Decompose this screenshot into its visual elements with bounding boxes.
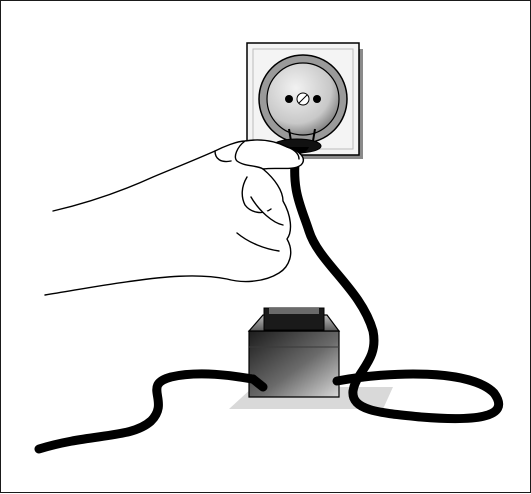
- hand-icon: [45, 140, 303, 295]
